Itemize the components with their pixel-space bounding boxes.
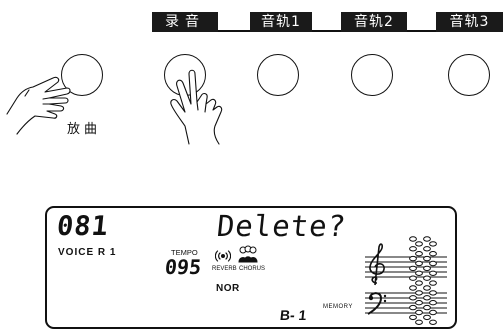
note-head [415, 300, 423, 306]
treble-clef-icon [369, 243, 385, 286]
note-head [415, 319, 423, 326]
lcd-tempo-value: 095 [163, 255, 203, 279]
note-head [409, 236, 417, 242]
lcd-memory-label: MEMORY [323, 304, 353, 310]
note-head [409, 246, 417, 252]
lcd-chorus-label: CHORUS [239, 266, 266, 272]
lcd-voice-number: 081 [55, 211, 111, 242]
note-head [409, 304, 417, 311]
note-head [423, 265, 431, 272]
note-head [423, 295, 431, 301]
label-bar-line [152, 30, 503, 32]
note-head [423, 285, 431, 291]
lcd-display: 081 Delete? VOICE R 1 TEMPO 095 REVERB C… [45, 206, 457, 329]
note-head [429, 309, 437, 316]
reverb-icon [215, 250, 231, 262]
lcd-staff [365, 236, 447, 326]
track3-label: 音轨3 [436, 12, 503, 32]
note-head [409, 314, 417, 321]
note-head [415, 290, 423, 296]
note-head [415, 270, 423, 276]
note-head [429, 280, 437, 286]
note-head [423, 236, 431, 242]
track1-button[interactable] [257, 54, 299, 96]
track3-button[interactable] [448, 54, 490, 96]
note-head [409, 275, 417, 281]
record-label: 录音 [152, 12, 218, 32]
note-head [429, 319, 437, 326]
note-head [429, 300, 437, 306]
lcd-mode: NOR [216, 283, 240, 294]
note-head [429, 270, 437, 276]
note-head [429, 290, 437, 296]
play-label: 放曲 [67, 122, 102, 137]
track2-button[interactable] [351, 54, 393, 96]
note-head [423, 246, 431, 252]
hand-pointer-icon [6, 76, 71, 135]
note-head [415, 251, 423, 257]
note-head [415, 241, 423, 247]
bass-clef-icon [367, 292, 387, 315]
track2-label: 音轨2 [341, 12, 407, 32]
note-head [423, 314, 431, 321]
note-head [429, 251, 437, 257]
chorus-icon [238, 245, 258, 263]
note-head [415, 260, 423, 267]
note-head [409, 295, 417, 301]
lcd-reverb-label: REVERB [212, 266, 237, 272]
note-head [415, 309, 423, 316]
note-head [423, 275, 431, 281]
note-head [423, 255, 431, 262]
lcd-message: Delete? [215, 209, 349, 243]
note-head [409, 255, 417, 262]
lcd-tempo-label: TEMPO [171, 248, 198, 257]
track1-label: 音轨1 [250, 12, 312, 32]
note-head [409, 285, 417, 291]
hand-pointer-icon [170, 69, 223, 145]
note-head [429, 241, 437, 247]
note-head [409, 265, 417, 272]
note-head [415, 280, 423, 286]
lcd-voice-label: VOICE R 1 [58, 247, 117, 258]
note-head [429, 260, 437, 267]
note-head [423, 304, 431, 311]
lcd-bank: B- 1 [279, 307, 308, 323]
